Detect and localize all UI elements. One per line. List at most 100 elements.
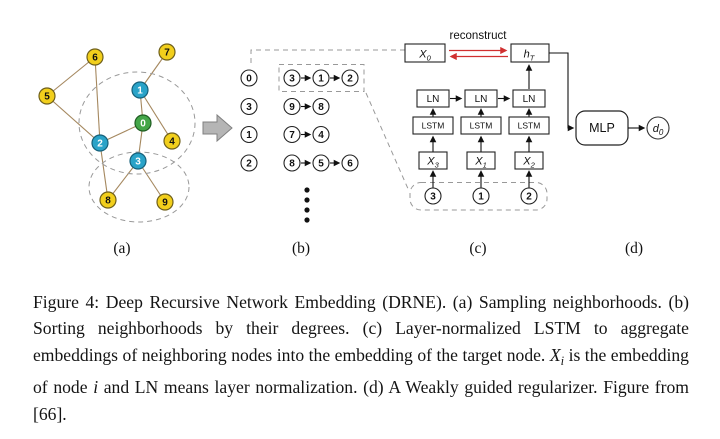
x0-label: X0 <box>418 49 431 63</box>
row3-neighbor-circle <box>312 154 330 172</box>
graph-node-4 <box>163 132 181 150</box>
graph-node-5 <box>38 87 56 105</box>
row1-target-label: 3 <box>246 102 252 113</box>
drne-figure: 6 7 5 1 0 2 4 3 8 9 0 3 <box>38 30 670 257</box>
panel-c-lstm: reconstruct X0 hT LN LN LN LSTM LSTM LST… <box>404 30 550 211</box>
graph-node-2 <box>91 134 109 152</box>
x1-box <box>466 151 496 170</box>
row1-neighbor-label: 9 <box>289 102 295 113</box>
graph-node-6-label: 6 <box>92 53 98 64</box>
x0-box <box>404 43 446 63</box>
row2-neighbor-circle <box>312 125 330 144</box>
panel-label-d: (d) <box>625 240 643 257</box>
edge-5-6 <box>46 56 96 97</box>
panel-b-sorted-neighborhoods: 0 3 1 2 3 9 8 1 7 4 2 8 5 6 <box>240 64 365 223</box>
row0-neighbor-label: 2 <box>347 74 353 85</box>
ellipsis-dots <box>304 187 310 223</box>
caption-math-x-subscript: i <box>560 353 565 368</box>
row0-target-label: 0 <box>246 74 252 85</box>
graph-node-7-label: 7 <box>164 48 170 59</box>
row2-neighbor-circle <box>283 125 301 144</box>
dot <box>304 207 310 213</box>
x1-label: X1 <box>474 156 487 170</box>
row3-neighbor-circle <box>341 154 359 172</box>
graph-node-8-label: 8 <box>105 196 111 207</box>
neighborhood-ellipse-node3 <box>88 151 190 223</box>
row1-target-circle <box>240 97 258 116</box>
row2-target-circle <box>240 125 258 144</box>
lstm-label-1: LSTM <box>422 121 445 131</box>
row0-neighbor-circle <box>283 69 301 87</box>
x3-box <box>418 151 448 170</box>
graph-nodes: 6 7 5 1 0 2 4 3 8 9 <box>38 43 181 211</box>
input-node-3-label: 3 <box>430 192 436 203</box>
ln-label-2: LN <box>475 94 488 105</box>
lstm-label-2: LSTM <box>470 121 493 131</box>
row2-target-label: 1 <box>246 130 252 141</box>
caption-text-end: and LN means layer normalization. (d) A … <box>33 377 689 424</box>
row0-neighbor-circle <box>341 69 359 87</box>
lstm-box-3 <box>508 116 550 135</box>
graph-node-5-label: 5 <box>44 92 50 103</box>
graph-node-3-label: 3 <box>135 157 141 168</box>
row3-neighbor-circle <box>283 154 301 172</box>
graph-node-1 <box>131 81 149 99</box>
graph-node-0 <box>134 114 152 132</box>
panel-label-c: (c) <box>469 240 486 257</box>
row1-neighbor-circle <box>312 97 330 116</box>
ln-label-3: LN <box>523 94 536 105</box>
dashed-connector-x0-to-row0 <box>250 49 405 67</box>
neighborhood-ellipse-node0 <box>78 71 196 175</box>
x2-label: X2 <box>522 156 535 170</box>
graph-node-9-label: 9 <box>162 198 168 209</box>
row0-target-circle <box>240 69 258 87</box>
edge-2-8 <box>99 142 109 201</box>
row0-neighbor-label: 1 <box>318 74 324 85</box>
panel-transition-arrow-icon <box>202 113 233 143</box>
row1-neighbor-circle <box>283 97 301 116</box>
graph-node-2-label: 2 <box>97 139 103 150</box>
caption-text-mid: is the embedding of node <box>33 344 689 398</box>
panel-a-graph: 6 7 5 1 0 2 4 3 8 9 <box>38 43 196 223</box>
row0-neighbor-label: 3 <box>289 74 295 85</box>
caption-math-x: X <box>549 344 561 365</box>
caption-math-i: i <box>93 377 99 398</box>
input-node-1-circle <box>472 187 490 205</box>
row1-neighbor-label: 8 <box>318 102 324 113</box>
edge-2-5 <box>46 95 101 144</box>
graph-node-7 <box>158 43 176 61</box>
row3-neighbor-label: 6 <box>347 159 353 170</box>
edge-1-4 <box>139 89 173 142</box>
lstm-label-3: LSTM <box>518 121 541 131</box>
row3-target-circle <box>240 154 258 172</box>
graph-node-3 <box>129 152 147 170</box>
input-nodes-dashed-box <box>409 182 548 211</box>
ht-label: hT <box>524 49 536 63</box>
d0-label: d0 <box>653 123 664 137</box>
panel-d-regularizer: MLP d0 <box>549 52 670 146</box>
row0-neighbor-circle <box>312 69 330 87</box>
reconstruct-label: reconstruct <box>450 30 508 42</box>
input-node-1-label: 1 <box>478 192 484 203</box>
dot <box>304 197 310 203</box>
graph-node-4-label: 4 <box>169 137 175 148</box>
ln-box-2 <box>464 89 498 108</box>
mlp-label: MLP <box>589 121 615 135</box>
caption-text-main: Figure 4: Deep Recursive Network Embeddi… <box>33 292 689 365</box>
panel-label-b: (b) <box>292 240 310 257</box>
input-node-3-circle <box>424 187 442 205</box>
edge-2-6 <box>94 56 101 144</box>
x3-label: X3 <box>426 156 439 170</box>
graph-node-8 <box>99 191 117 209</box>
row0-dashed-box <box>278 64 365 92</box>
ln-label-1: LN <box>427 94 440 105</box>
lstm-box-1 <box>412 116 454 135</box>
row3-neighbor-label: 8 <box>289 159 295 170</box>
ln-box-1 <box>416 89 450 108</box>
row3-target-label: 2 <box>246 159 252 170</box>
row3-neighbor-label: 5 <box>318 159 324 170</box>
dashed-connector-row0-to-inputs <box>365 92 410 192</box>
graph-node-1-label: 1 <box>137 86 143 97</box>
x2-box <box>514 151 544 170</box>
ln-box-3 <box>512 89 546 108</box>
